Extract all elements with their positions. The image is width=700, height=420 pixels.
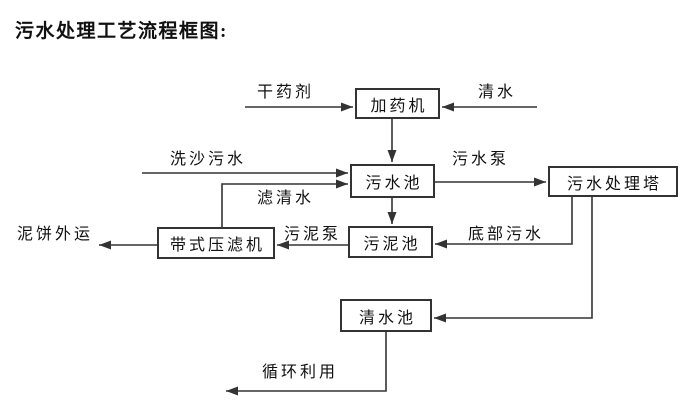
label-filtered-water: 滤清水	[257, 190, 315, 207]
node-sludge-pool: 污泥池	[348, 226, 433, 258]
node-dosing-machine: 加药机	[355, 88, 440, 119]
label-mud-cake-out: 泥饼外运	[17, 226, 94, 243]
edge-clean-water-pool-to-recycle	[226, 332, 387, 396]
edge-filtered-water-to-sewage-pool	[221, 179, 348, 227]
node-treatment-tower: 污水处理塔	[548, 166, 678, 197]
edge-bottom-sewage-to-sludge-pool	[435, 197, 573, 249]
edge-treatment-tower-to-clean-water-pool	[434, 197, 593, 323]
label-bottom-sewage: 底部污水	[468, 226, 545, 243]
label-recycle: 循环利用	[262, 364, 339, 381]
label-clean-water: 清水	[478, 84, 517, 101]
node-sewage-pool: 污水池	[350, 164, 435, 198]
label-dry-agent: 干药剂	[257, 84, 315, 101]
label-sludge-pump: 污泥泵	[284, 226, 342, 243]
node-clean-water-pool: 清水池	[340, 299, 432, 332]
page-title: 污水处理工艺流程框图:	[15, 21, 228, 42]
label-sand-washing-sewage: 洗沙污水	[170, 151, 247, 168]
label-sewage-pump: 污水泵	[452, 151, 510, 168]
node-belt-filter-press: 带式压滤机	[157, 227, 275, 259]
